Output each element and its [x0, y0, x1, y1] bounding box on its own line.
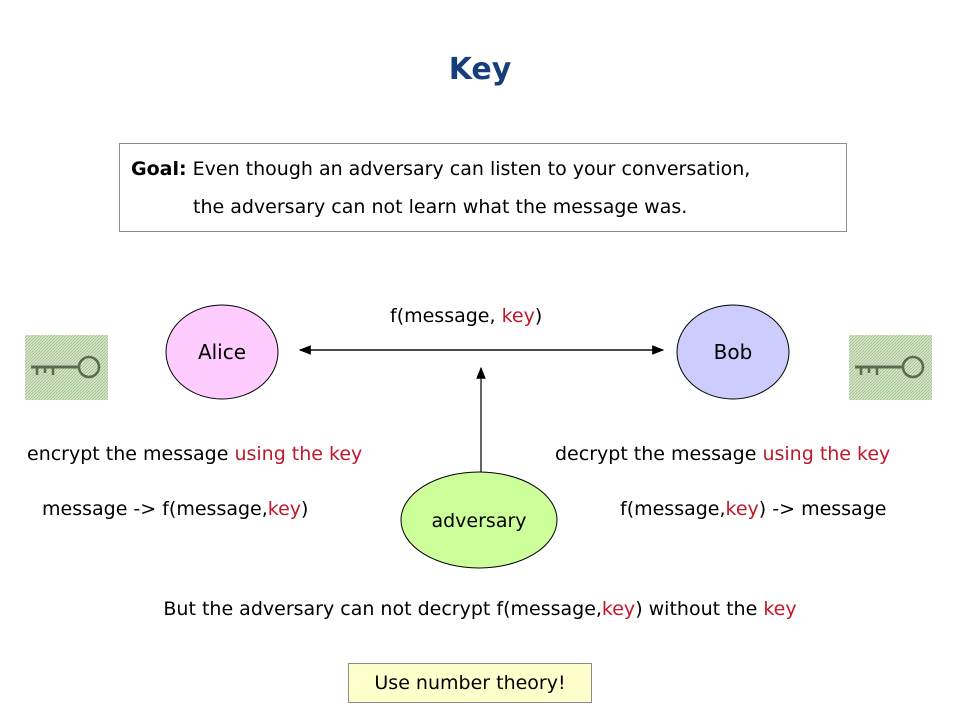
channel-label: f(message, key) — [390, 305, 542, 327]
channel-key: key — [501, 305, 535, 327]
bob-formula-prefix: f(message, — [620, 498, 726, 520]
bottom-middle: ) without the — [635, 598, 764, 620]
adversary-node — [400, 471, 558, 569]
decrypt-text: decrypt the message — [555, 443, 763, 465]
key-card-icon — [25, 335, 108, 400]
encrypt-highlight: using the key — [234, 443, 363, 465]
alice-formula-suffix: ) — [301, 498, 309, 520]
bottom-sentence: But the adversary can not decrypt f(mess… — [0, 598, 960, 620]
page-title: Key — [448, 52, 512, 87]
adversary-label: adversary — [431, 510, 527, 532]
alice-node — [165, 304, 279, 400]
bottom-key-2: key — [763, 598, 797, 620]
goal-box: Goal: Even though an adversary can liste… — [119, 143, 847, 232]
alice-formula: message -> f(message,key) — [42, 498, 308, 520]
alice-formula-prefix: message -> f(message, — [42, 498, 268, 520]
channel-prefix: f(message, — [390, 305, 502, 327]
bob-decrypt-caption: decrypt the message using the key — [555, 443, 890, 465]
channel-suffix: ) — [534, 305, 543, 327]
alice-formula-key: key — [267, 498, 302, 520]
goal-label: Goal: — [131, 158, 187, 180]
number-theory-callout: Use number theory! — [348, 663, 592, 703]
bob-formula-key: key — [725, 498, 759, 520]
encrypt-text: encrypt the message — [27, 443, 235, 465]
bob-formula-suffix: ) -> message — [758, 498, 887, 520]
bob-node — [676, 304, 790, 400]
goal-line-2: the adversary can not learn what the mes… — [193, 196, 688, 218]
bottom-prefix: But the adversary can not decrypt f(mess… — [163, 598, 602, 620]
goal-text-1: Even though an adversary can listen to y… — [192, 158, 751, 180]
bob-formula: f(message,key) -> message — [620, 498, 886, 520]
alice-label: Alice — [197, 340, 247, 364]
bob-label: Bob — [713, 340, 753, 364]
goal-line-1: Goal: Even though an adversary can liste… — [131, 158, 750, 180]
key-card-icon — [849, 335, 932, 400]
alice-encrypt-caption: encrypt the message using the key — [27, 443, 362, 465]
bottom-key-1: key — [601, 598, 636, 620]
decrypt-highlight: using the key — [762, 443, 891, 465]
